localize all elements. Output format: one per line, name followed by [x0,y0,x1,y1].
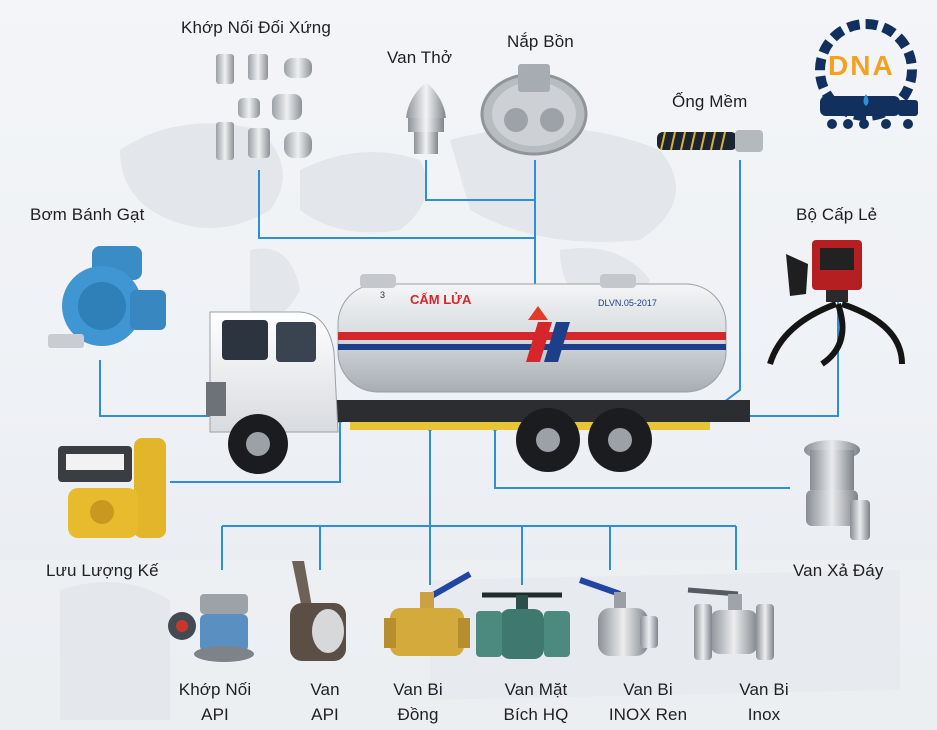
label-van-bi-inox-ren: Van Bi INOX Ren [596,677,700,727]
hose-icon [657,130,763,152]
label-van-api-line1: Van [310,680,340,699]
khop-noi-doi-xung-image [210,48,320,168]
flanged-valve-icon [476,592,570,659]
truck-warning-text: CẤM LỬA [410,292,472,307]
label-van-bi-dong: Van Bi Đồng [378,677,458,727]
bom-banh-gat-image [42,236,172,358]
label-van-api-line2: API [311,705,339,724]
dna-logo: DNA [806,12,926,137]
vane-pump-icon [48,246,166,348]
stainless-flanged-ball-valve-icon [687,587,774,660]
label-khop-noi-api-line2: API [201,705,229,724]
label-nap-bon: Nắp Bồn [507,32,574,51]
label-van-mat-bich: Van Mặt Bích HQ [488,677,584,727]
logo-text: DNA [828,50,895,81]
label-van-bi-dong-line1: Van Bi [393,680,443,699]
van-mat-bich-image [472,585,574,665]
fuel-dispenser-icon [767,240,905,367]
label-van-xa-day: Van Xả Đáy [793,561,884,580]
label-van-tho: Van Thở [387,48,453,67]
truck-compartment-number: 3 [380,290,386,300]
api-valve-icon [290,561,346,661]
van-api-image [282,555,354,665]
label-bom-banh-gat: Bơm Bánh Gạt [30,205,145,224]
brass-ball-valve-icon [384,571,472,656]
van-xa-day-image [796,436,872,550]
label-van-mat-bich-line1: Van Mặt [504,680,568,699]
label-van-bi-inox-ren-line2: INOX Ren [608,705,688,724]
van-bi-dong-image [384,568,474,662]
label-bo-cap-le: Bộ Cấp Lẻ [796,205,878,224]
label-khop-noi-doi-xung: Khớp Nối Đối Xứng [181,18,331,37]
bo-cap-le-image [762,234,912,374]
truck-plate-text: DLVN.05-2017 [598,298,657,308]
dna-logo-graphic [815,19,918,129]
label-van-bi-inox-ren-line1: Van Bi [623,680,673,699]
flow-meter-icon [58,438,166,538]
luu-luong-ke-image [48,432,176,552]
label-ong-mem: Ống Mềm [672,92,748,111]
ong-mem-image [655,122,765,160]
nap-bon-image [478,58,590,156]
label-van-bi-inox-line2: Inox [747,705,781,724]
camlock-couplings-icon [216,54,312,160]
van-bi-inox-image [684,582,784,666]
label-van-mat-bich-line2: Bích HQ [503,705,569,724]
label-van-bi-inox-line1: Van Bi [739,680,789,699]
label-luu-luong-ke: Lưu Lượng Kế [46,561,159,580]
api-coupler-icon [168,594,254,662]
threaded-ball-valve-icon [579,577,658,656]
label-van-bi-dong-line2: Đồng [397,705,439,724]
tanker-truck: CẤM LỬA DLVN.05-2017 3 [200,262,760,482]
bottom-valve-icon [804,440,870,540]
van-tho-image [398,78,454,158]
label-khop-noi-api: Khớp Nối API [160,677,270,727]
manhole-cover-icon [480,64,588,156]
label-khop-noi-api-line1: Khớp Nối [178,680,252,699]
van-bi-inox-ren-image [576,574,662,666]
label-van-bi-inox: Van Bi Inox [724,677,804,727]
tanker-truck-graphic [206,274,750,474]
label-van-api: Van API [290,677,360,727]
breather-valve-icon [406,82,446,154]
khop-noi-api-image [160,588,260,664]
